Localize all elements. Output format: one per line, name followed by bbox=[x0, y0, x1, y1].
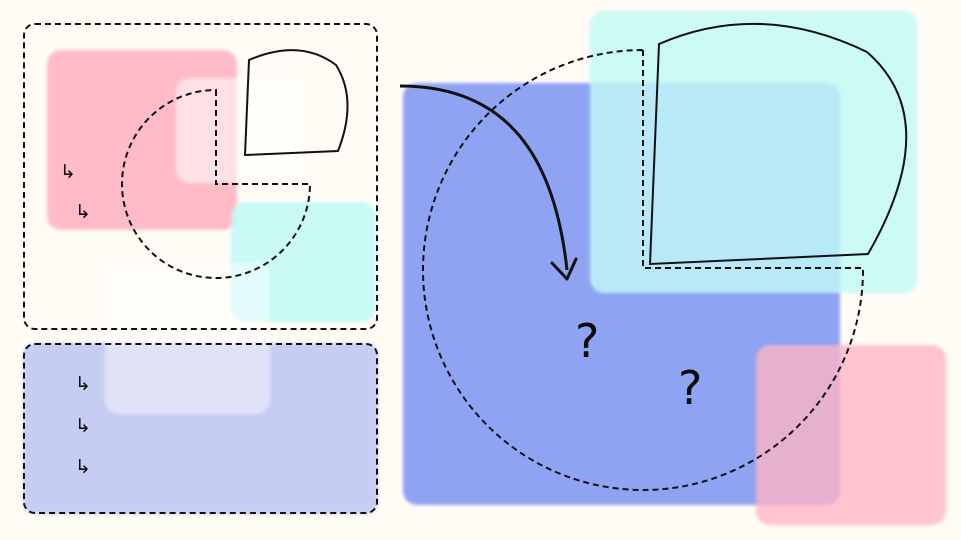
arrow-head bbox=[550, 257, 578, 281]
hook-mark: ↳ bbox=[60, 161, 76, 183]
hook-mark: ↳ bbox=[75, 373, 91, 395]
large-wedge-shape bbox=[648, 22, 908, 266]
left-bottom-panel bbox=[23, 343, 378, 514]
small-pie-shape bbox=[121, 88, 312, 279]
left-top-panel bbox=[23, 23, 378, 330]
small-wedge-shape bbox=[243, 49, 349, 157]
question-mark: ? bbox=[678, 361, 703, 415]
cyan-blob-large bbox=[590, 11, 917, 293]
hook-mark: ↳ bbox=[75, 201, 91, 223]
question-mark: ? bbox=[575, 314, 600, 368]
white-blob-lower bbox=[105, 262, 270, 414]
hook-mark: ↳ bbox=[75, 456, 91, 478]
lavender-panel-fill bbox=[23, 343, 378, 514]
curved-arrow bbox=[399, 84, 569, 271]
cyan-blob-small bbox=[231, 202, 376, 322]
white-blob-small bbox=[176, 78, 304, 183]
large-pie-shape bbox=[422, 48, 865, 491]
pink-blob-large bbox=[756, 345, 946, 525]
hook-mark: ↳ bbox=[75, 415, 91, 437]
